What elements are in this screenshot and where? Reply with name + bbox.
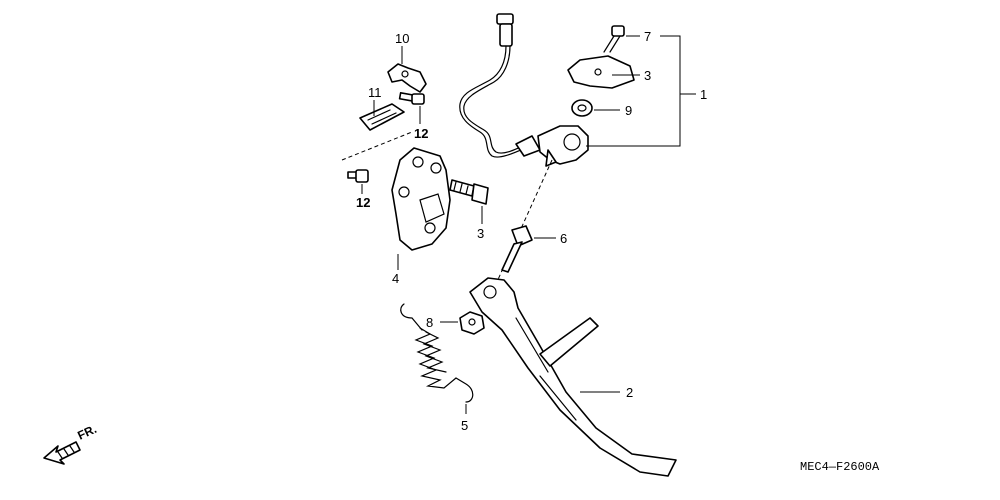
pivot-bolt-part-6	[501, 225, 533, 273]
bolt-part-12-upper	[398, 92, 425, 105]
callout-13: 3	[477, 226, 484, 241]
group-bracket-1	[586, 35, 681, 147]
spring-part-5	[400, 303, 474, 403]
callout-12-upper: 12	[414, 126, 428, 141]
callout-1: 1	[700, 87, 707, 102]
diagram-code: MEC4—F2600A	[800, 460, 880, 474]
clip-part-10	[387, 63, 427, 93]
screw-part-7	[603, 25, 625, 53]
plate-part-3	[567, 55, 635, 89]
callout-5: 5	[461, 418, 468, 433]
callout-10: 10	[395, 31, 409, 46]
callout-3: 3	[644, 68, 651, 83]
bracket-part-4	[391, 147, 451, 251]
washer-part-9	[571, 99, 593, 117]
callout-7: 7	[644, 29, 651, 44]
assembly-line-11	[341, 131, 413, 161]
bolt-part-12-lower	[347, 169, 369, 183]
front-direction-arrow-icon	[43, 441, 81, 465]
switch-wire-harness	[459, 13, 541, 158]
callout-4: 4	[392, 271, 399, 286]
callout-12-lower: 12	[356, 195, 370, 210]
callout-6: 6	[560, 231, 567, 246]
bolt-part-13	[449, 179, 489, 205]
side-stand-switch-part-1	[537, 125, 589, 167]
callout-2: 2	[626, 385, 633, 400]
front-direction-label: FR.	[75, 422, 98, 443]
rubber-pad-part-11	[359, 103, 405, 131]
nut-part-8	[459, 311, 485, 335]
side-stand-part-2	[469, 277, 677, 477]
callout-8: 8	[426, 315, 433, 330]
callout-9: 9	[625, 103, 632, 118]
callout-11: 11	[368, 85, 382, 100]
